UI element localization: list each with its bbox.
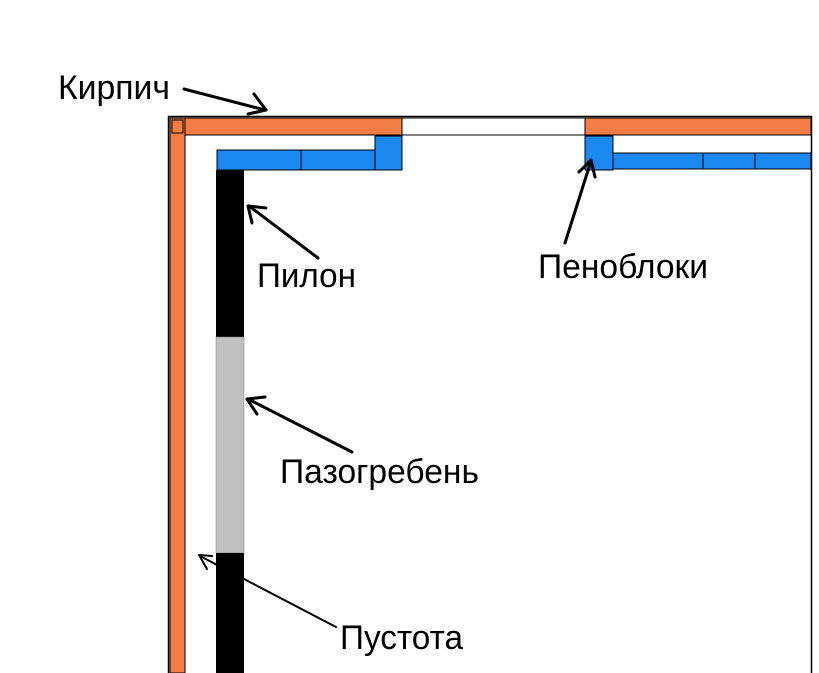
arrow-tongue-groove: [245, 395, 354, 454]
pylon-upper: [216, 170, 244, 337]
arrow-pylon: [246, 204, 320, 260]
brick-wall-top-right: [584, 117, 812, 136]
label-brick: Кирпич: [58, 69, 170, 107]
arrow-void: [198, 554, 337, 628]
foam-block: [374, 135, 403, 171]
foam-block: [754, 152, 812, 170]
foam-block: [216, 149, 302, 171]
foam-block: [612, 152, 704, 170]
label-pylon: Пилон: [257, 257, 356, 295]
brick-corner: [171, 119, 184, 134]
brick-wall-top-left: [169, 117, 403, 136]
window-opening: [401, 117, 586, 136]
label-void: Пустота: [340, 619, 463, 657]
arrow-brick: [182, 87, 268, 116]
foam-block: [300, 149, 376, 171]
label-foam-blocks: Пеноблоки: [538, 248, 708, 286]
brick-wall-left: [169, 117, 186, 673]
foam-block: [702, 152, 756, 170]
arrow-foam-blocks: [563, 158, 597, 245]
tongue-groove-wall: [215, 336, 245, 554]
label-tongue-groove: Пазогребень: [280, 453, 479, 491]
pylon-lower: [216, 553, 244, 673]
